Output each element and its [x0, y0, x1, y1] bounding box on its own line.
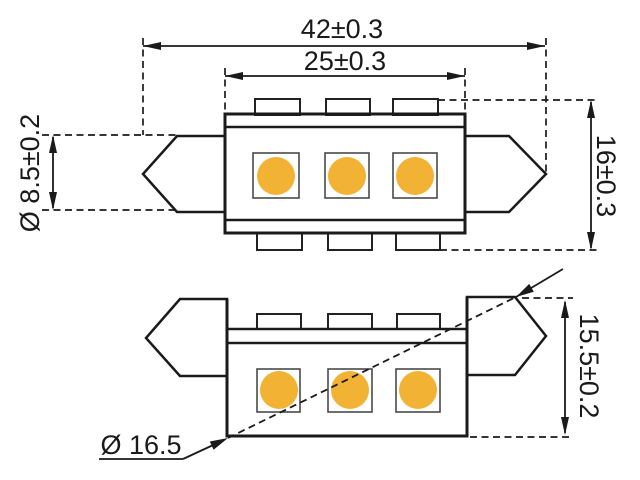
- arrowhead-down-icon: [49, 192, 57, 210]
- overall-length-label: 42±0.3: [300, 14, 384, 44]
- dim-side-height: [470, 297, 573, 438]
- led-chip: [257, 157, 295, 195]
- leader-clearance-diameter: [99, 268, 564, 460]
- bottom-view: [99, 268, 573, 460]
- right-end-cap: [463, 134, 548, 214]
- arrowhead-icon: [209, 438, 228, 450]
- led-package: [324, 152, 370, 199]
- dim-overall-height: [438, 99, 597, 251]
- contact-pad: [327, 313, 373, 330]
- led-package: [327, 368, 373, 413]
- led-package: [252, 152, 300, 199]
- cap-diameter-label: Ø 8.5±0.2: [15, 113, 45, 233]
- led-chip: [260, 371, 298, 409]
- contact-pad: [395, 232, 441, 251]
- arrowhead-left-icon: [143, 42, 161, 50]
- left-end-cap: [144, 297, 229, 378]
- bulb-body: [225, 297, 469, 438]
- arrowhead-left-icon: [225, 72, 243, 80]
- led-chip: [399, 371, 437, 409]
- right-end-cap: [465, 295, 548, 377]
- contact-pad: [327, 232, 373, 251]
- dim-overall-length: [142, 38, 547, 174]
- arrowhead-up-icon: [49, 135, 57, 153]
- arrowhead-right-icon: [527, 42, 545, 50]
- dim-body-length: [224, 68, 466, 113]
- contact-pad: [256, 313, 302, 330]
- contact-pad: [396, 313, 441, 330]
- arrowhead-up-icon: [587, 100, 595, 118]
- arrowhead-down-icon: [561, 417, 569, 435]
- contact-pad: [256, 232, 303, 251]
- led-package: [395, 368, 441, 413]
- led-package: [392, 152, 438, 199]
- arrowhead-right-icon: [447, 72, 465, 80]
- clearance-diameter-label: Ø 16.5: [100, 430, 182, 460]
- led-chip: [396, 157, 434, 195]
- diagonal-reference-line: [227, 296, 517, 439]
- side-height-label: 15.5±0.2: [574, 313, 604, 419]
- overall-height-label: 16±0.3: [591, 134, 621, 218]
- arrowhead-icon: [516, 283, 534, 297]
- left-end-cap: [141, 134, 227, 214]
- led-package: [256, 368, 301, 413]
- top-view: [42, 38, 597, 251]
- body-length-label: 25±0.3: [303, 46, 387, 76]
- arrowhead-up-icon: [561, 300, 569, 318]
- led-chip: [328, 157, 366, 195]
- arrowhead-down-icon: [587, 232, 595, 250]
- led-chip: [331, 371, 369, 409]
- bulb-body: [223, 112, 467, 235]
- dim-cap-diameter: [42, 134, 178, 211]
